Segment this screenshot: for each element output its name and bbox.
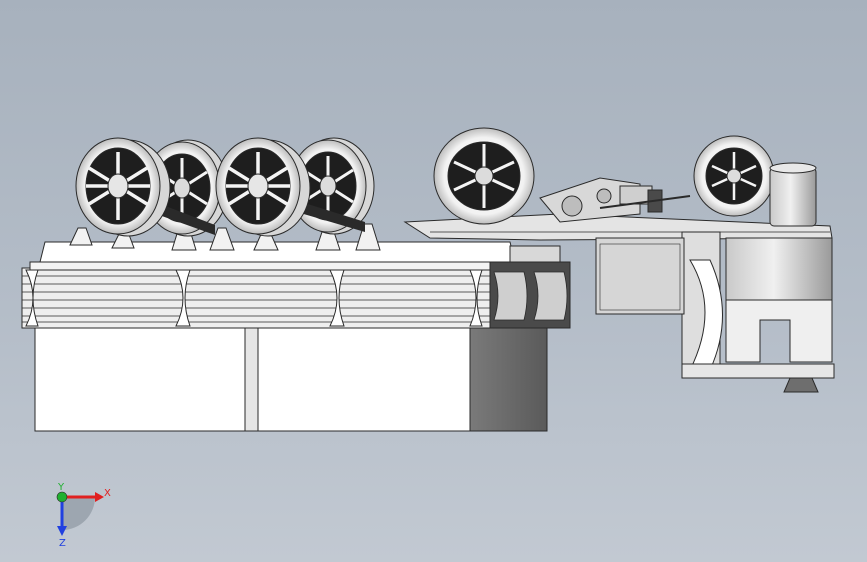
triad-x-label: X bbox=[104, 488, 111, 499]
lift-wheel bbox=[693, 135, 775, 217]
control-cabinet bbox=[595, 237, 685, 315]
wheel-1 bbox=[75, 137, 171, 237]
frame-horizontal-rails bbox=[22, 275, 490, 323]
top-deck bbox=[39, 241, 516, 263]
column-bracket bbox=[689, 259, 723, 371]
triad-y-label: Y bbox=[57, 482, 65, 493]
base-cabinet-left-panel bbox=[34, 327, 246, 432]
base-cabinet-gap bbox=[244, 327, 259, 432]
wheel-supports bbox=[69, 223, 381, 251]
transfer-machine-assembly[interactable] bbox=[403, 127, 835, 393]
linkage-mechanism bbox=[539, 177, 691, 223]
base-cabinet-side-shaded bbox=[469, 327, 548, 432]
frame-end-cutouts bbox=[493, 271, 568, 321]
motor-drum bbox=[769, 167, 817, 227]
frame-posts bbox=[25, 269, 483, 327]
wheel-3 bbox=[215, 137, 311, 237]
triad-y-axis bbox=[56, 491, 68, 503]
main-tank bbox=[725, 237, 833, 309]
gripper-wheel bbox=[433, 127, 535, 225]
lift-body bbox=[725, 299, 833, 363]
deck-end-plate bbox=[509, 245, 561, 263]
storage-base-assembly[interactable] bbox=[21, 241, 571, 432]
top-plate bbox=[29, 261, 491, 271]
coordinate-triad: X Y Z bbox=[56, 482, 111, 549]
base-cabinet-right-panel bbox=[257, 327, 471, 432]
stored-wheels bbox=[75, 137, 375, 237]
frame-upper-band bbox=[21, 267, 491, 329]
foot-pad bbox=[783, 377, 819, 393]
triad-shadow bbox=[62, 497, 95, 530]
axle-shadow-2 bbox=[290, 200, 365, 232]
triad-z-label: Z bbox=[59, 538, 66, 549]
lift-base-plate bbox=[681, 363, 835, 379]
